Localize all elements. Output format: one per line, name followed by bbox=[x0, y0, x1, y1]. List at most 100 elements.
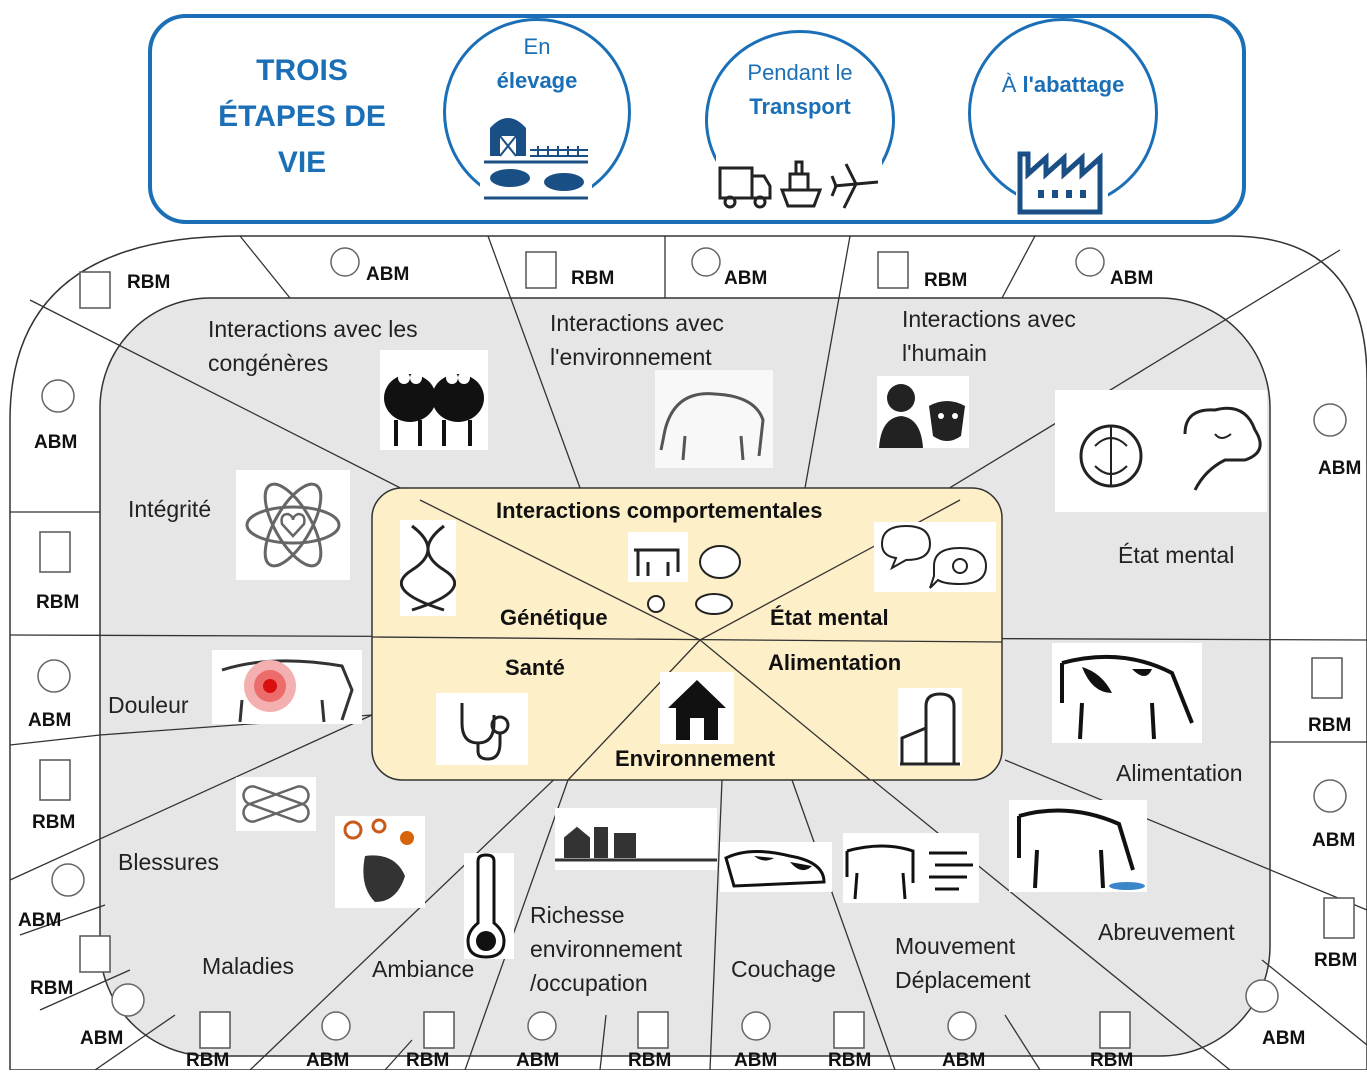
center-alimentation: Alimentation bbox=[768, 650, 902, 675]
stage-transport-label: Pendant le Transport bbox=[705, 56, 895, 124]
doc-icon bbox=[39, 759, 71, 801]
grazing-bull-icon bbox=[655, 370, 773, 468]
lying-cow-icon bbox=[720, 842, 832, 892]
tag-abm-left-3: ABM bbox=[18, 910, 62, 931]
cat-richesse-line1: Richesse bbox=[530, 902, 625, 928]
tag-abm-left-2: ABM bbox=[28, 710, 72, 731]
tag-rbm-left-3: RBM bbox=[30, 978, 74, 999]
cat-environnement: Interactions avec l'environnement bbox=[550, 306, 724, 374]
stage-abattage-bold: l'abattage bbox=[1022, 72, 1125, 97]
cat-mouvement-line2: Déplacement bbox=[895, 967, 1031, 993]
title-line-1: TROIS bbox=[256, 54, 348, 87]
doc-icon bbox=[833, 1011, 865, 1049]
cat-richesse: Richesse environnement /occupation bbox=[530, 898, 682, 1000]
doc-icon bbox=[1099, 1011, 1131, 1049]
tag-rbm-left-1: RBM bbox=[36, 592, 80, 613]
center-sante: Santé bbox=[505, 655, 565, 680]
doc-icon bbox=[877, 251, 909, 289]
transport-icons bbox=[716, 150, 882, 216]
center-environnement: Environnement bbox=[615, 746, 776, 771]
tag-rbm-bottom-4: RBM bbox=[828, 1050, 872, 1071]
tag-rbm-3: RBM bbox=[924, 270, 968, 291]
tag-abm-bottom-1: ABM bbox=[80, 1028, 124, 1049]
tag-abm-right-1: ABM bbox=[1318, 458, 1362, 479]
title-line-2: ÉTAPES DE bbox=[218, 100, 386, 133]
cat-alimentation: Alimentation bbox=[1116, 760, 1243, 786]
eating-cow-icon bbox=[1052, 643, 1202, 743]
cat-humain-line1: Interactions avec bbox=[902, 306, 1076, 332]
cat-ambiance: Ambiance bbox=[372, 956, 475, 982]
stage-abattage-label: À l'abattage bbox=[968, 68, 1158, 102]
tag-abm-bottom-3: ABM bbox=[516, 1050, 560, 1071]
atom-heart-icon bbox=[236, 470, 350, 580]
chicken-icon bbox=[41, 379, 75, 413]
drinking-cow-icon bbox=[1009, 800, 1147, 892]
tag-rbm-bottom-3: RBM bbox=[628, 1050, 672, 1071]
pain-cow-icon bbox=[212, 650, 362, 724]
doc-icon bbox=[525, 251, 557, 289]
cat-etat-mental: État mental bbox=[1118, 542, 1235, 568]
tag-abm-right-2: ABM bbox=[1312, 830, 1356, 851]
cat-humain: Interactions avec l'humain bbox=[902, 302, 1076, 370]
cat-mouvement: Mouvement Déplacement bbox=[895, 929, 1031, 997]
factory-icon bbox=[1016, 146, 1108, 216]
farmland-icon bbox=[555, 808, 717, 870]
chicken-icon bbox=[691, 247, 721, 277]
tag-rbm-bottom-5: RBM bbox=[1090, 1050, 1134, 1071]
cat-richesse-line2: environnement bbox=[530, 936, 683, 962]
stage-elevage-pre: En bbox=[523, 34, 551, 59]
tag-abm-right-3: ABM bbox=[1262, 1028, 1306, 1049]
doc-icon bbox=[423, 1011, 455, 1049]
cat-douleur: Douleur bbox=[108, 692, 189, 718]
cat-maladies: Maladies bbox=[202, 953, 295, 979]
tag-abm-1: ABM bbox=[366, 264, 410, 285]
tag-abm-2: ABM bbox=[724, 268, 768, 289]
stethoscope-icon bbox=[436, 693, 528, 765]
cat-blessures: Blessures bbox=[118, 849, 219, 875]
chicken-icon bbox=[741, 1011, 771, 1041]
tag-rbm-bottom-2: RBM bbox=[406, 1050, 450, 1071]
title-line-3: VIE bbox=[277, 146, 327, 179]
tag-abm-bottom-2: ABM bbox=[306, 1050, 350, 1071]
cat-environnement-line1: Interactions avec bbox=[550, 310, 724, 336]
chicken-icon bbox=[330, 247, 360, 277]
cat-humain-line2: l'humain bbox=[902, 340, 987, 366]
doc-icon bbox=[1323, 897, 1355, 939]
house-icon bbox=[660, 672, 734, 744]
stage-transport-pre: Pendant le bbox=[747, 60, 853, 85]
stage-transport-bold: Transport bbox=[749, 94, 851, 119]
doc-icon bbox=[39, 531, 71, 573]
cat-richesse-line3: /occupation bbox=[530, 970, 648, 996]
cat-environnement-line2: l'environnement bbox=[550, 344, 712, 370]
brain-icons bbox=[1055, 390, 1267, 512]
tag-rbm-bottom-1: RBM bbox=[186, 1050, 230, 1071]
bandage-icon bbox=[236, 777, 316, 831]
sick-cow-icon bbox=[335, 816, 425, 908]
cat-mouvement-line1: Mouvement bbox=[895, 933, 1016, 959]
center-title: Interactions comportementales bbox=[496, 498, 823, 523]
dna-icon bbox=[400, 520, 456, 616]
chicken-icon bbox=[37, 659, 71, 693]
thermometer-icon bbox=[464, 853, 514, 959]
center-genetique: Génétique bbox=[500, 605, 608, 630]
tag-rbm-right-1: RBM bbox=[1308, 715, 1352, 736]
chicken-icon bbox=[947, 1011, 977, 1041]
walking-cow-icon bbox=[843, 833, 979, 903]
farm-icon bbox=[480, 98, 592, 210]
doc-icon bbox=[79, 271, 111, 309]
chicken-icon bbox=[1313, 403, 1347, 437]
cat-congeneres-line2: congénères bbox=[208, 350, 329, 376]
cat-abreuvement: Abreuvement bbox=[1098, 919, 1235, 945]
tag-rbm-right-2: RBM bbox=[1314, 950, 1358, 971]
human-cow-icon bbox=[877, 376, 969, 448]
cat-congeneres-line1: Interactions avec les bbox=[208, 316, 418, 342]
tag-rbm-left-2: RBM bbox=[32, 812, 76, 833]
chicken-icon bbox=[527, 1011, 557, 1041]
chicken-icon bbox=[111, 983, 145, 1017]
cat-couchage: Couchage bbox=[731, 956, 836, 982]
doc-icon bbox=[79, 935, 111, 973]
tag-abm-3: ABM bbox=[1110, 268, 1154, 289]
cat-integrite: Intégrité bbox=[128, 496, 212, 522]
